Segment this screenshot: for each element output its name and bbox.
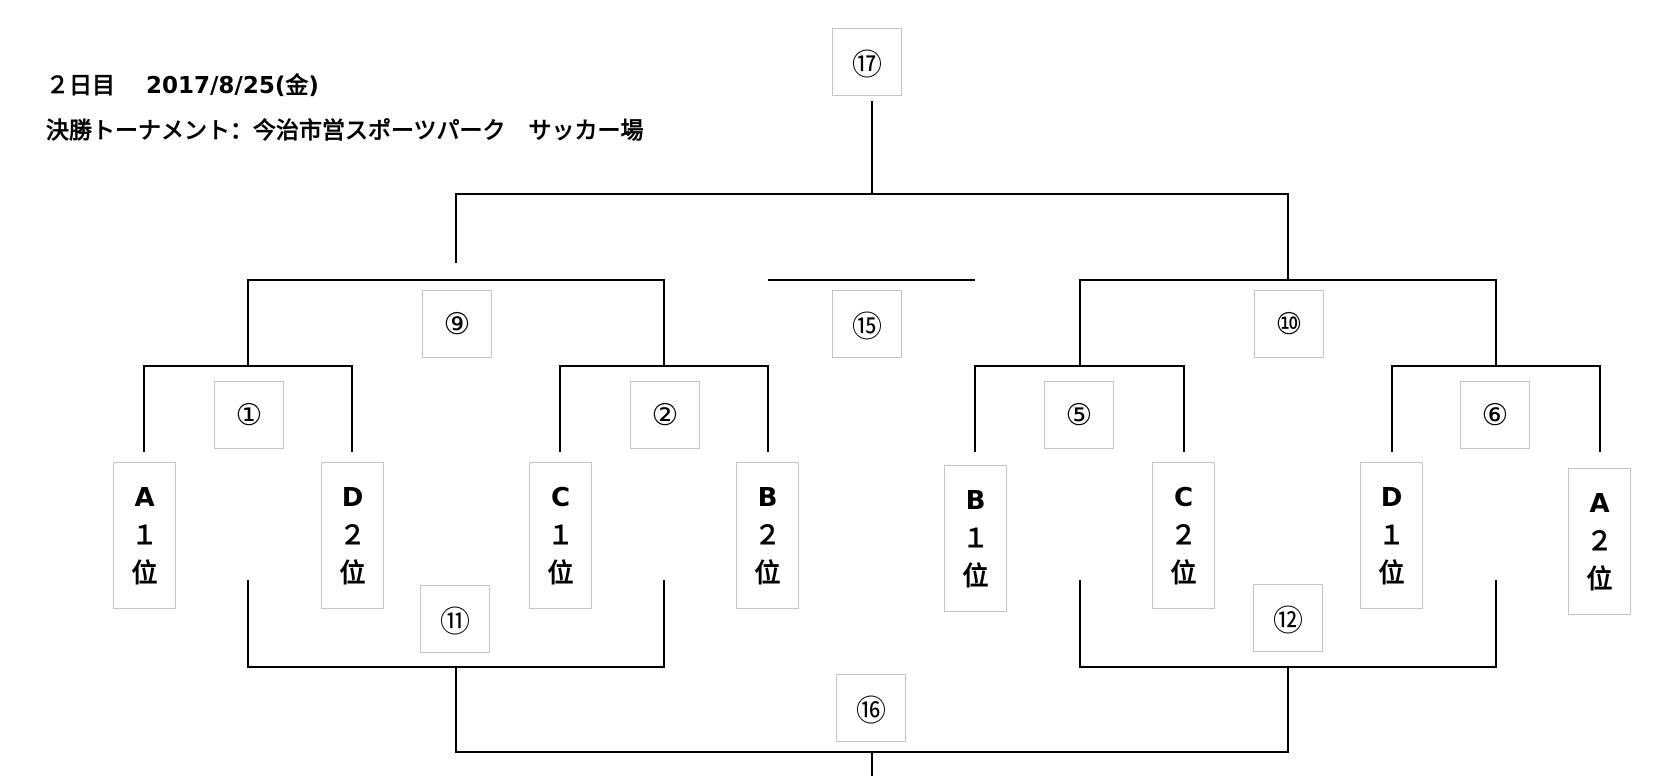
- team-group: B: [965, 485, 986, 516]
- team-group: D: [1380, 482, 1403, 513]
- team-rank: ２: [1586, 526, 1613, 557]
- team-rank: ２: [1170, 520, 1197, 551]
- match-5-box: ⑤: [1044, 381, 1114, 449]
- team-suffix: 位: [962, 561, 989, 592]
- team-rank: ２: [754, 520, 781, 551]
- team-group: A: [134, 482, 155, 513]
- team-suffix: 位: [1586, 564, 1613, 595]
- semi-left-connector: [247, 279, 665, 365]
- match-6-box: ⑥: [1460, 381, 1530, 449]
- day-date-heading: ２日目 2017/8/25(金): [46, 73, 319, 99]
- final-connector: [455, 193, 1289, 280]
- team-box: B １ 位: [944, 465, 1007, 612]
- venue-heading: 決勝トーナメント：今治市営スポーツパーク サッカー場: [46, 118, 644, 144]
- team-suffix: 位: [131, 558, 158, 589]
- team-box: B ２ 位: [736, 462, 799, 609]
- qf2-connector: [559, 365, 769, 452]
- match-15-box: ⑮: [832, 290, 902, 358]
- team-suffix: 位: [1378, 558, 1405, 589]
- match-12-box: ⑫: [1253, 584, 1323, 652]
- team-group: B: [757, 482, 778, 513]
- team-suffix: 位: [339, 558, 366, 589]
- team-rank: ２: [339, 520, 366, 551]
- team-group: C: [550, 482, 571, 513]
- team-group: D: [341, 482, 364, 513]
- team-group: C: [1173, 482, 1194, 513]
- team-rank: １: [131, 520, 158, 551]
- qf5-connector: [974, 365, 1185, 452]
- match-11-box: ⑪: [420, 585, 490, 653]
- team-box: C ２ 位: [1152, 462, 1215, 609]
- team-box: C １ 位: [529, 462, 592, 609]
- match-2-box: ②: [630, 381, 700, 449]
- match-16-box: ⑯: [836, 674, 906, 742]
- team-suffix: 位: [547, 558, 574, 589]
- qf1-connector: [143, 365, 353, 452]
- team-suffix: 位: [754, 558, 781, 589]
- match-9-box: ⑨: [422, 290, 492, 358]
- team-box: A １ 位: [113, 462, 176, 609]
- team-box: D １ 位: [1360, 462, 1423, 609]
- team-rank: １: [1378, 520, 1405, 551]
- match-17-box: ⑰: [832, 28, 902, 96]
- semi-right-connector: [1079, 279, 1497, 365]
- team-box: A ２ 位: [1568, 468, 1631, 615]
- team-group: A: [1589, 488, 1610, 519]
- team-box: D ２ 位: [321, 462, 384, 609]
- team-rank: １: [962, 523, 989, 554]
- qf6-connector: [1391, 365, 1601, 452]
- team-rank: １: [547, 520, 574, 551]
- match-1-box: ①: [214, 381, 284, 449]
- team-suffix: 位: [1170, 558, 1197, 589]
- match-10-box: ⑩: [1254, 290, 1324, 358]
